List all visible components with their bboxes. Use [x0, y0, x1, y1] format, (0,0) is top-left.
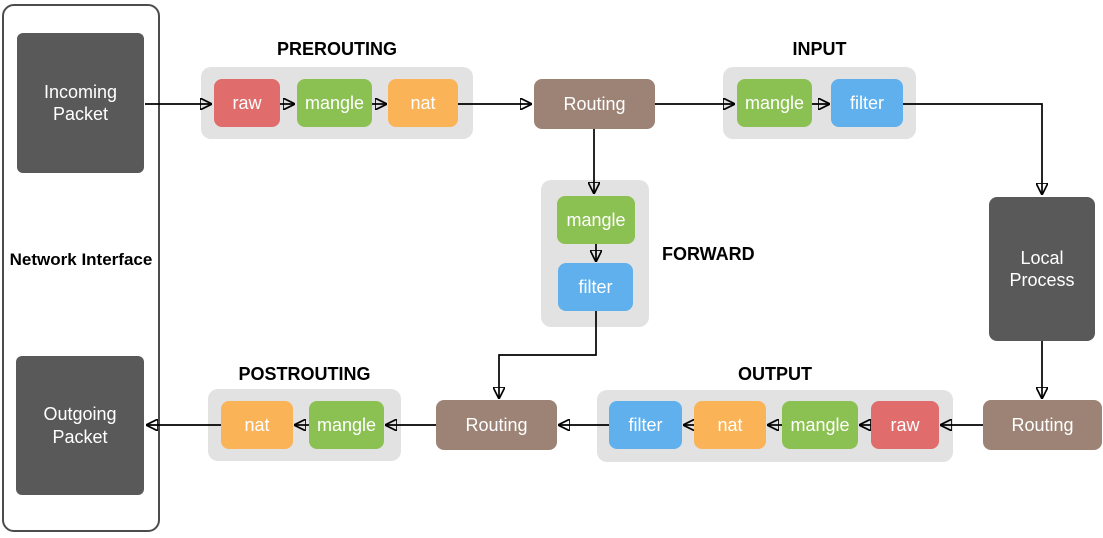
- routing-top-box: Routing: [534, 79, 655, 129]
- arrow-input-filter-to-local-process: [903, 103, 1042, 194]
- forward-mangle-box: mangle: [557, 196, 635, 244]
- arrow-forward-filter-to-routing-bottom-middle: [499, 311, 597, 398]
- output-filter-box: filter: [609, 401, 682, 449]
- output-raw-box: raw: [871, 401, 939, 449]
- input-filter-box: filter: [831, 79, 903, 127]
- output-nat-box: nat: [694, 401, 766, 449]
- output-mangle-box: mangle: [782, 401, 858, 449]
- output-label: OUTPUT: [738, 364, 812, 384]
- postrouting-nat-box: nat: [221, 401, 293, 449]
- routing-bottom-right-box: Routing: [983, 400, 1102, 450]
- routing-bottom-middle-box: Routing: [436, 400, 557, 450]
- postrouting-mangle-box: mangle: [309, 401, 384, 449]
- incoming-packet-box: Incoming Packet: [17, 33, 144, 173]
- forward-label: FORWARD: [662, 244, 755, 264]
- input-mangle-box: mangle: [737, 79, 812, 127]
- prerouting-raw-box: raw: [214, 79, 280, 127]
- prerouting-label: PREROUTING: [276, 39, 397, 59]
- prerouting-nat-box: nat: [388, 79, 458, 127]
- input-label: INPUT: [792, 39, 847, 59]
- outgoing-packet-box: Outgoing Packet: [16, 356, 144, 495]
- local-process-box: Local Process: [989, 197, 1095, 341]
- prerouting-mangle-box: mangle: [297, 79, 372, 127]
- forward-filter-box: filter: [558, 263, 633, 311]
- postrouting-label: POSTROUTING: [238, 364, 371, 384]
- network-interface-label: Network Interface: [9, 250, 153, 269]
